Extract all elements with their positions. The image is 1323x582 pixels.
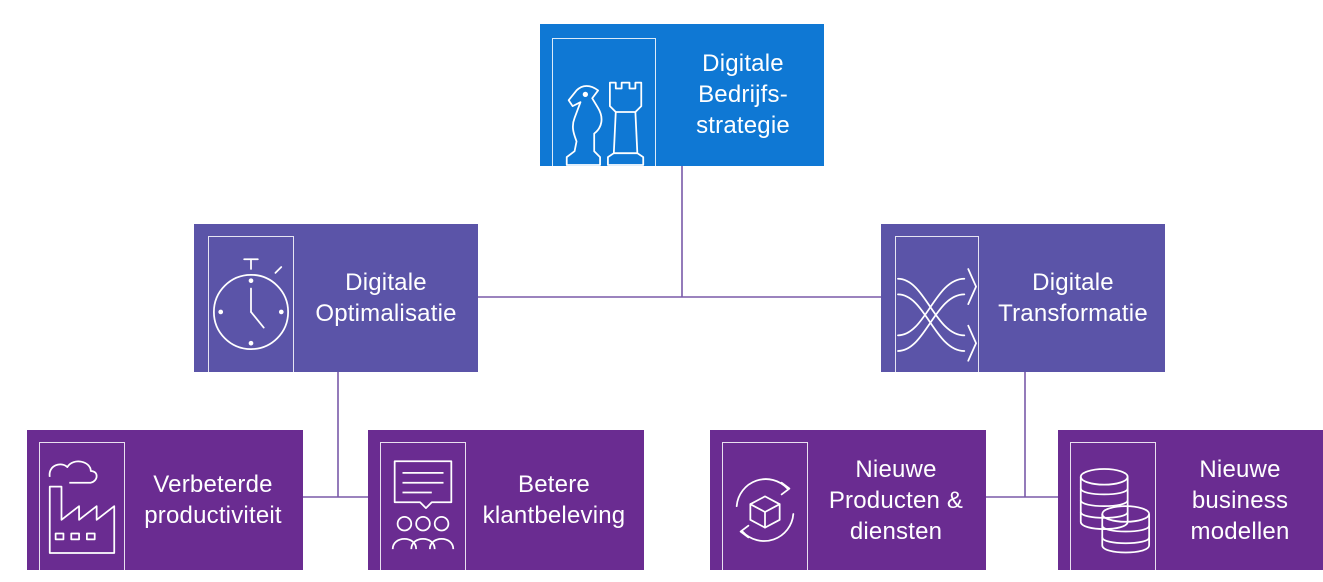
stopwatch-icon (208, 236, 294, 384)
node-nieuwe-producten-diensten: Nieuwe Producten & diensten (710, 430, 986, 582)
label-line: Nieuwe (1199, 455, 1281, 483)
label-line: klantbeleving (482, 502, 626, 529)
audience-feedback-icon (380, 442, 466, 582)
label-line: Transformatie (998, 300, 1148, 327)
factory-icon (39, 442, 125, 582)
label-line: Digitale (345, 269, 427, 296)
chess-pieces-icon (552, 38, 656, 186)
label-line: productiviteit (144, 502, 282, 529)
node-betere-klantbeleving: Betere klantbeleving (368, 430, 644, 582)
label-line: Bedrijfs- (698, 80, 788, 108)
node-nieuwe-business-modellen: Nieuwe business modellen (1058, 430, 1323, 582)
label-line: diensten (849, 517, 943, 545)
node-digitale-bedrijfsstrategie: Digitale Bedrijfs- strategie (540, 24, 824, 186)
node-label: Digitale Transformatie (981, 252, 1165, 344)
node-verbeterde-productiviteit: Verbeterde productiviteit (27, 430, 303, 582)
package-cycle-icon (722, 442, 808, 582)
crossing-paths-icon (895, 236, 979, 384)
node-label: Digitale Bedrijfs- strategie (662, 38, 824, 150)
node-label: Verbeterde productiviteit (123, 450, 303, 550)
label-line: Producten & (828, 486, 964, 514)
label-line: strategie (696, 111, 790, 139)
node-label: Digitale Optimalisatie (294, 252, 478, 344)
node-digitale-transformatie: Digitale Transformatie (881, 224, 1165, 384)
connector-lines (303, 166, 1058, 498)
node-label: Nieuwe business modellen (1154, 450, 1323, 550)
node-label: Betere klantbeleving (464, 450, 644, 550)
coin-stacks-icon (1070, 442, 1156, 582)
label-line: business (1191, 486, 1289, 514)
label-line: Betere (518, 471, 590, 498)
label-line: Digitale (1032, 269, 1114, 296)
node-digitale-optimalisatie: Digitale Optimalisatie (194, 224, 478, 384)
label-line: modellen (1190, 517, 1290, 545)
label-line: Digitale (702, 49, 784, 77)
label-line: Nieuwe (855, 455, 937, 483)
label-line: Verbeterde (153, 471, 273, 498)
label-line: Optimalisatie (315, 300, 457, 327)
node-label: Nieuwe Producten & diensten (806, 450, 986, 550)
